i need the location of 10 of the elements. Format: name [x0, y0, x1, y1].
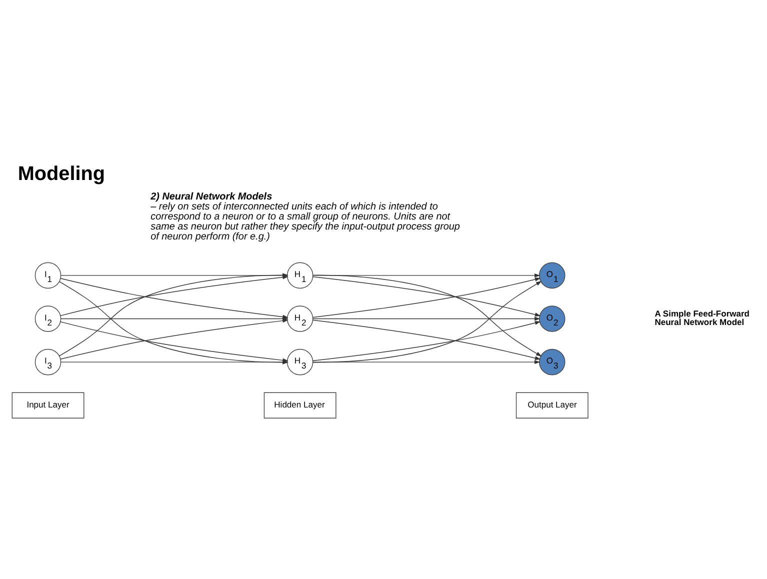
label: A Simple Feed-Forward Neural Network Model	[654, 308, 750, 326]
node-box: Input Layer	[12, 392, 84, 418]
arrow	[312, 360, 540, 364]
arrow	[60, 272, 288, 277]
node-box: Hidden Layer	[264, 392, 336, 418]
arrow	[312, 316, 540, 320]
label: 2) Neural Network Models – rely on sets of interconnected units each of which is intended to correspond to a neuron or to a small group of neurons. Units are not same as neuron but rather they specify the input-output process group of neuron perform (for e.g.)	[150, 191, 460, 242]
arrow	[312, 272, 540, 277]
diagram-title: Modeling	[18, 162, 106, 184]
node-box: Output Layer	[516, 392, 588, 418]
